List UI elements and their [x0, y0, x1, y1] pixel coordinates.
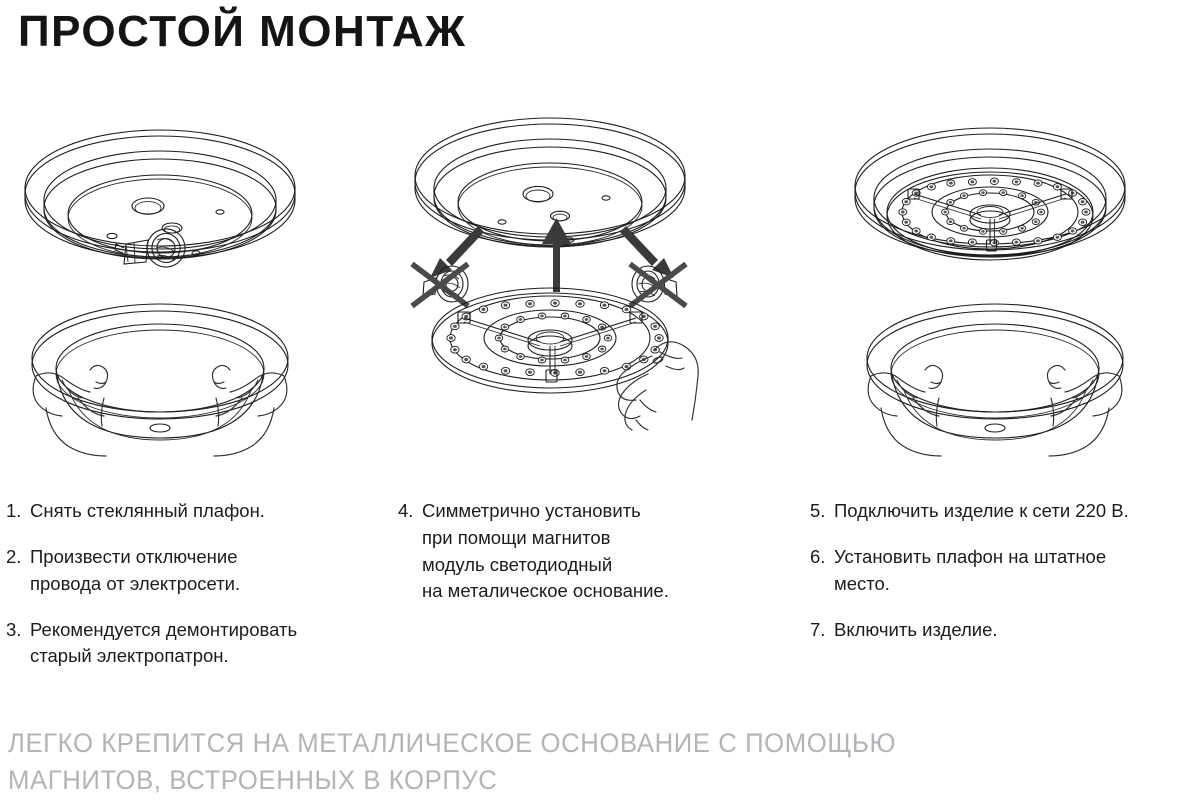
step-text: Рекомендуется демонтировать старый элект…	[30, 618, 298, 667]
step-number: 6.	[810, 546, 826, 568]
step-number: 4.	[398, 500, 414, 521]
arrow-up-center	[542, 218, 571, 292]
hands-holding-glass-shade	[31, 303, 289, 457]
ceiling-base-with-socket	[24, 129, 296, 268]
arrow-down-right	[620, 226, 674, 278]
step-item: 3. Рекомендуется демонтировать старый эл…	[6, 617, 386, 670]
instruction-steps: 1. Снять стеклянный плафон. 2. Произвест…	[0, 498, 1200, 698]
step-number: 1.	[6, 500, 22, 521]
step-text: Установить плафон на штатное место.	[834, 546, 1107, 594]
left-hand	[32, 364, 109, 457]
led-ring-inner	[941, 189, 1046, 235]
steps-column-3: 5. Подключить изделие к сети 220 В. 6. У…	[810, 498, 1195, 663]
step-text: Симметрично установить при помощи магнит…	[422, 500, 669, 602]
steps-column-1: 1. Снять стеклянный плафон. 2. Произвест…	[6, 498, 386, 683]
arrow-down-left	[430, 226, 484, 278]
step-text: Произвести отключение провода от электро…	[30, 546, 241, 594]
ceiling-base-plate	[414, 117, 686, 248]
page-title: ПРОСТОЙ МОНТАЖ	[18, 7, 467, 56]
footer-tagline: ЛЕГКО КРЕПИТСЯ НА МЕТАЛЛИЧЕСКОЕ ОСНОВАНИ…	[8, 728, 897, 795]
left-hand	[867, 364, 944, 457]
step-item: 5. Подключить изделие к сети 220 В.	[810, 498, 1195, 524]
step-text: Включить изделие.	[834, 618, 998, 640]
led-ring-inner	[494, 312, 613, 364]
step-item: 4. Симметрично установить при помощи маг…	[398, 498, 788, 605]
step-text: Снять стеклянный плафон.	[30, 500, 265, 521]
illustration-band	[0, 88, 1200, 488]
step-1-3-illustration	[0, 88, 400, 488]
right-hand	[1046, 364, 1123, 457]
steps-5-7-illustration	[795, 88, 1195, 488]
step-number: 2.	[6, 546, 22, 568]
step-item: 6. Установить плафон на штатное место.	[810, 544, 1195, 597]
crossed-socket-right	[628, 261, 688, 309]
step-number: 7.	[810, 618, 826, 640]
step-number: 5.	[810, 500, 826, 521]
hands-installing-glass-shade	[866, 303, 1124, 457]
lamp-socket	[114, 228, 186, 268]
step-text: Подключить изделие к сети 220 В.	[834, 500, 1129, 521]
hand-holding-module	[616, 341, 699, 431]
step-item: 7. Включить изделие.	[810, 617, 1195, 643]
led-module-installed-on-base	[854, 127, 1126, 261]
led-module	[431, 287, 669, 394]
assembly-arrows	[430, 218, 674, 292]
led-ring-outer	[898, 177, 1091, 247]
steps-column-2: 4. Симметрично установить при помощи маг…	[398, 498, 788, 619]
step-item: 1. Снять стеклянный плафон.	[6, 498, 386, 524]
step-4-illustration	[390, 88, 790, 488]
led-ring-outer	[446, 299, 664, 377]
crossed-socket-left	[410, 261, 470, 309]
step-item: 2. Произвести отключение провода от элек…	[6, 544, 386, 597]
step-number: 3.	[6, 618, 22, 640]
right-hand	[211, 364, 288, 457]
